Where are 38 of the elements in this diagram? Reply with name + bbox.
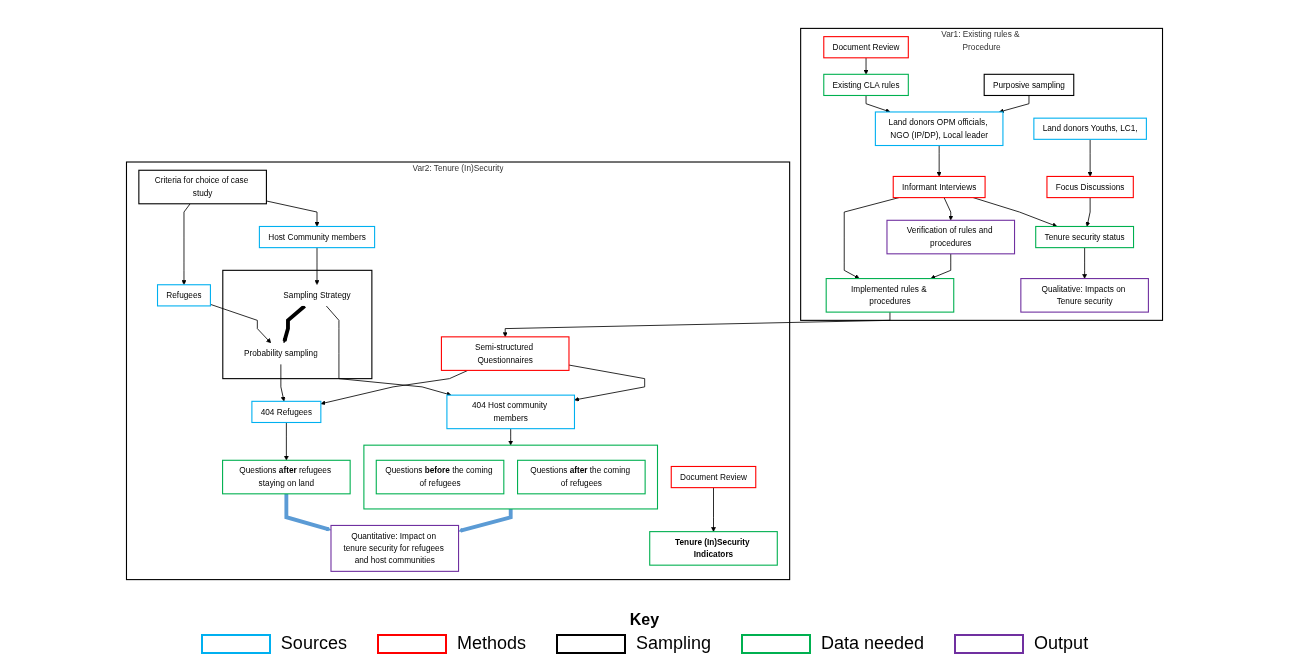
node-box <box>138 169 267 204</box>
node-box <box>874 110 1004 146</box>
cluster <box>125 160 791 580</box>
node-box <box>251 400 322 423</box>
cluster <box>222 269 373 379</box>
node-box <box>446 394 575 429</box>
node-box <box>258 225 376 248</box>
node-box <box>670 465 757 488</box>
node-box <box>222 459 351 494</box>
cluster <box>363 444 659 509</box>
node-box <box>1033 117 1147 140</box>
legend-label: Output <box>1034 633 1089 654</box>
cluster <box>800 27 1164 321</box>
node-text: Probability sampling <box>243 348 318 358</box>
node-box <box>1020 277 1149 313</box>
node-box <box>983 73 1075 96</box>
node-box <box>823 73 909 96</box>
node-box <box>886 219 1016 254</box>
node-box <box>892 175 986 198</box>
node-box <box>825 277 955 313</box>
node-box <box>823 35 909 58</box>
node-box <box>330 524 460 572</box>
node-box <box>375 459 505 494</box>
node-box <box>1035 225 1135 248</box>
node-text: Sampling Strategy <box>283 289 351 300</box>
node-box <box>156 283 211 306</box>
node-box <box>440 335 570 371</box>
legend-label: Methods <box>456 633 526 654</box>
node-box <box>1046 175 1134 198</box>
legend-label: Data needed <box>821 633 925 654</box>
arrow <box>282 303 306 343</box>
node-box <box>517 459 646 494</box>
arrow <box>458 508 513 532</box>
legend-label: Sampling <box>635 633 711 654</box>
legend-title: Key <box>629 611 660 629</box>
flowchart: Var2: Tenure (In)Security Var1: Existing rules & Procedure Questions before the coming of refugees Questions after the coming of refugees Document Review Existing CLA rules Purposive sampling Land donors OPM officials, NGO (IP/DP), Local leader Informant Interviews Verification of rules and procedures Focus Discussions Implemented rules & procedures Land donors Youths, LC1, Tenure security status Qualitative: Impacts on Tenure security Criteria for choice of case study Host Community members Refugees Sampling Strategy Probability sampling Semi-structured Questionnaires 404 Host community members 404 Refugees Questions after refugees staying on land Quantitative: Impact on tenure security for refugees and host communities Document Review Tenure (In)Security Indicators <box>0 23 1289 584</box>
legend-label: Sources <box>280 633 347 654</box>
node-box <box>649 530 778 566</box>
